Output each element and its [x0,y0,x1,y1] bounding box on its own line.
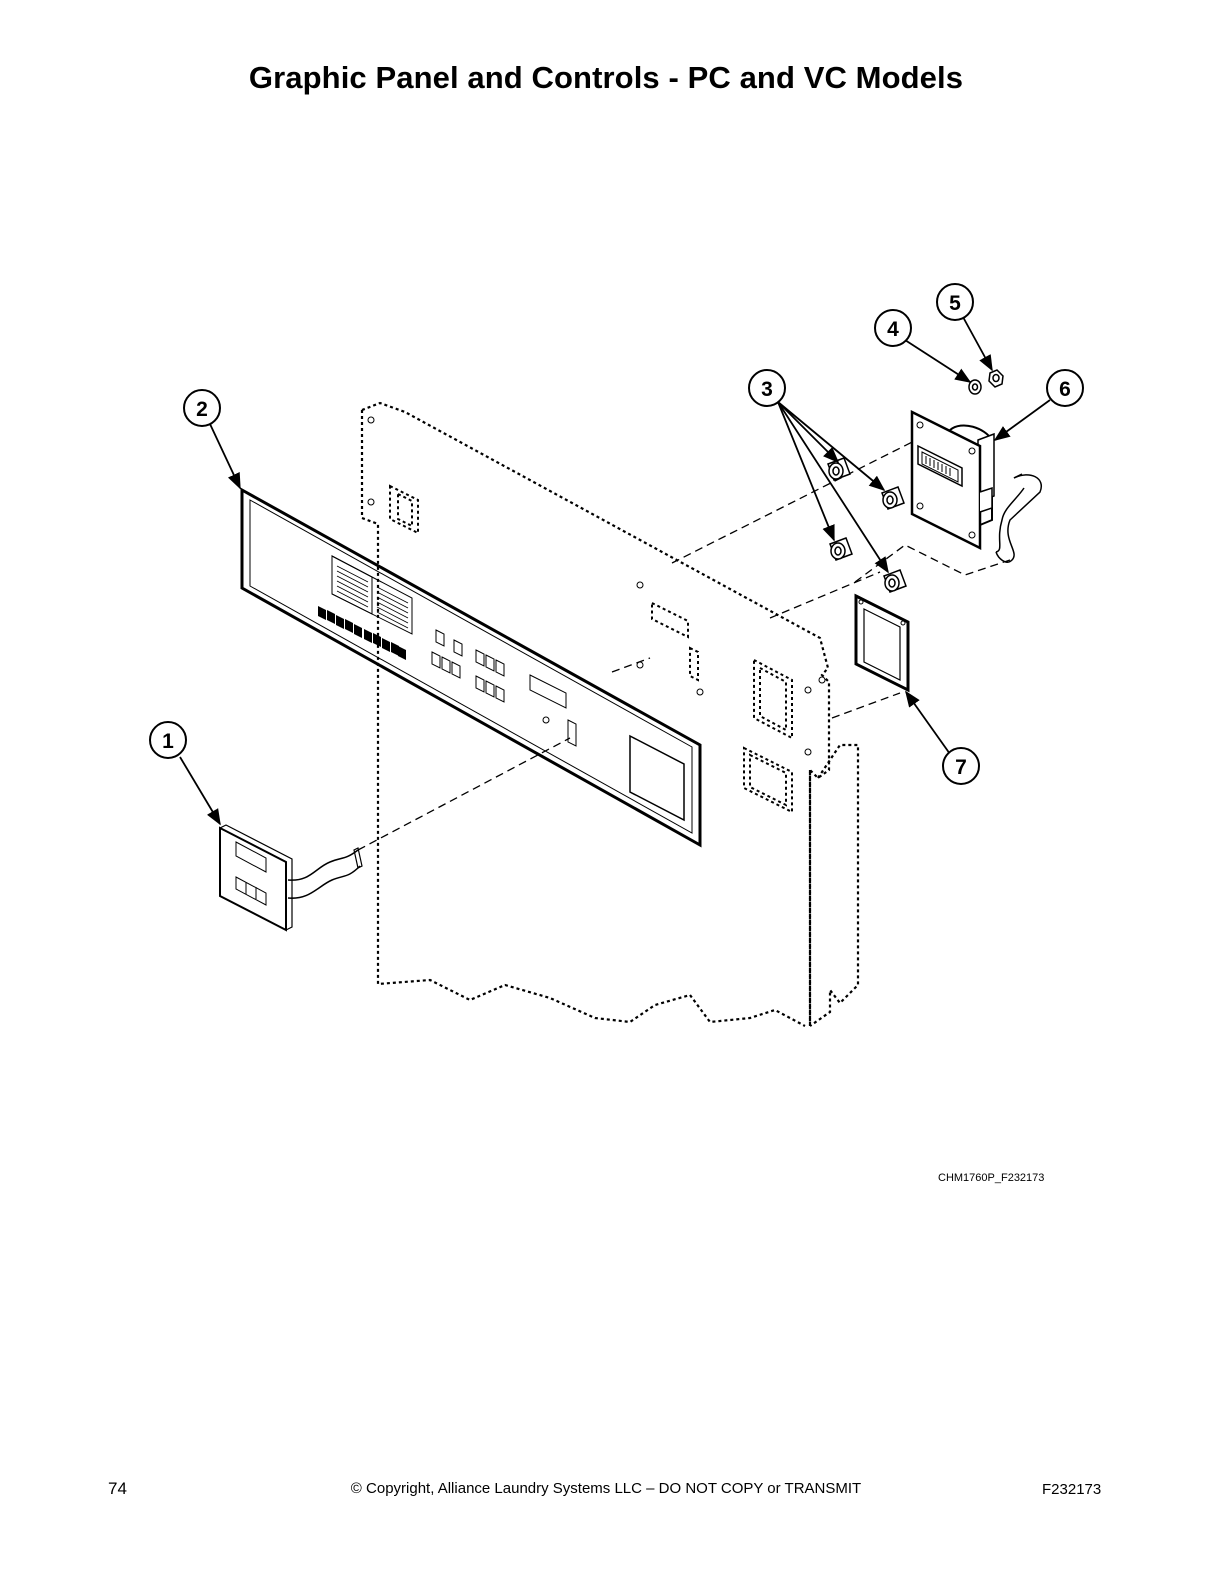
leader-3a [777,401,840,464]
page-number: 74 [108,1479,127,1498]
washer [968,379,982,395]
callout-3: 3 [748,369,786,407]
leader-4 [904,339,972,383]
svg-text:5: 5 [949,292,961,315]
svg-text:7: 7 [955,756,967,779]
drawing-code: CHM1760P_F232173 [938,1172,1045,1184]
svg-text:3: 3 [761,378,773,401]
callout-leaders [179,316,1051,826]
svg-text:4: 4 [887,318,899,341]
callout-5: 5 [936,283,974,321]
callout-2: 2 [183,389,221,427]
console-panel-cutouts [389,484,793,814]
leader-5 [962,316,993,372]
gasket [854,593,910,693]
svg-text:2: 2 [196,398,208,421]
callout-7: 7 [942,747,980,785]
callout-bubbles: 1 2 3 4 5 6 7 [149,283,1084,785]
leader-2 [209,423,241,490]
leader-7 [905,690,951,755]
console-holes [367,416,826,756]
callout-1: 1 [149,721,187,759]
svg-text:6: 6 [1059,378,1071,401]
leader-3b [777,401,886,492]
display-board [910,409,1043,563]
page-title: Graphic Panel and Controls - PC and VC M… [248,60,964,95]
callout-4: 4 [874,309,912,347]
document-code: F232173 [1042,1481,1102,1498]
leader-1 [179,756,221,826]
nut [988,369,1004,388]
standoffs [827,457,907,593]
copyright-notice: © Copyright, Alliance Laundry Systems LL… [350,1480,862,1497]
leader-6 [993,399,1051,441]
svg-text:1: 1 [162,730,174,753]
leader-3c [777,401,835,542]
callout-6: 6 [1046,369,1084,407]
keypad-assembly [219,824,363,932]
console-panel-outline [360,401,860,1027]
graphic-overlay-panel [240,487,702,848]
leader-3d [777,401,889,574]
